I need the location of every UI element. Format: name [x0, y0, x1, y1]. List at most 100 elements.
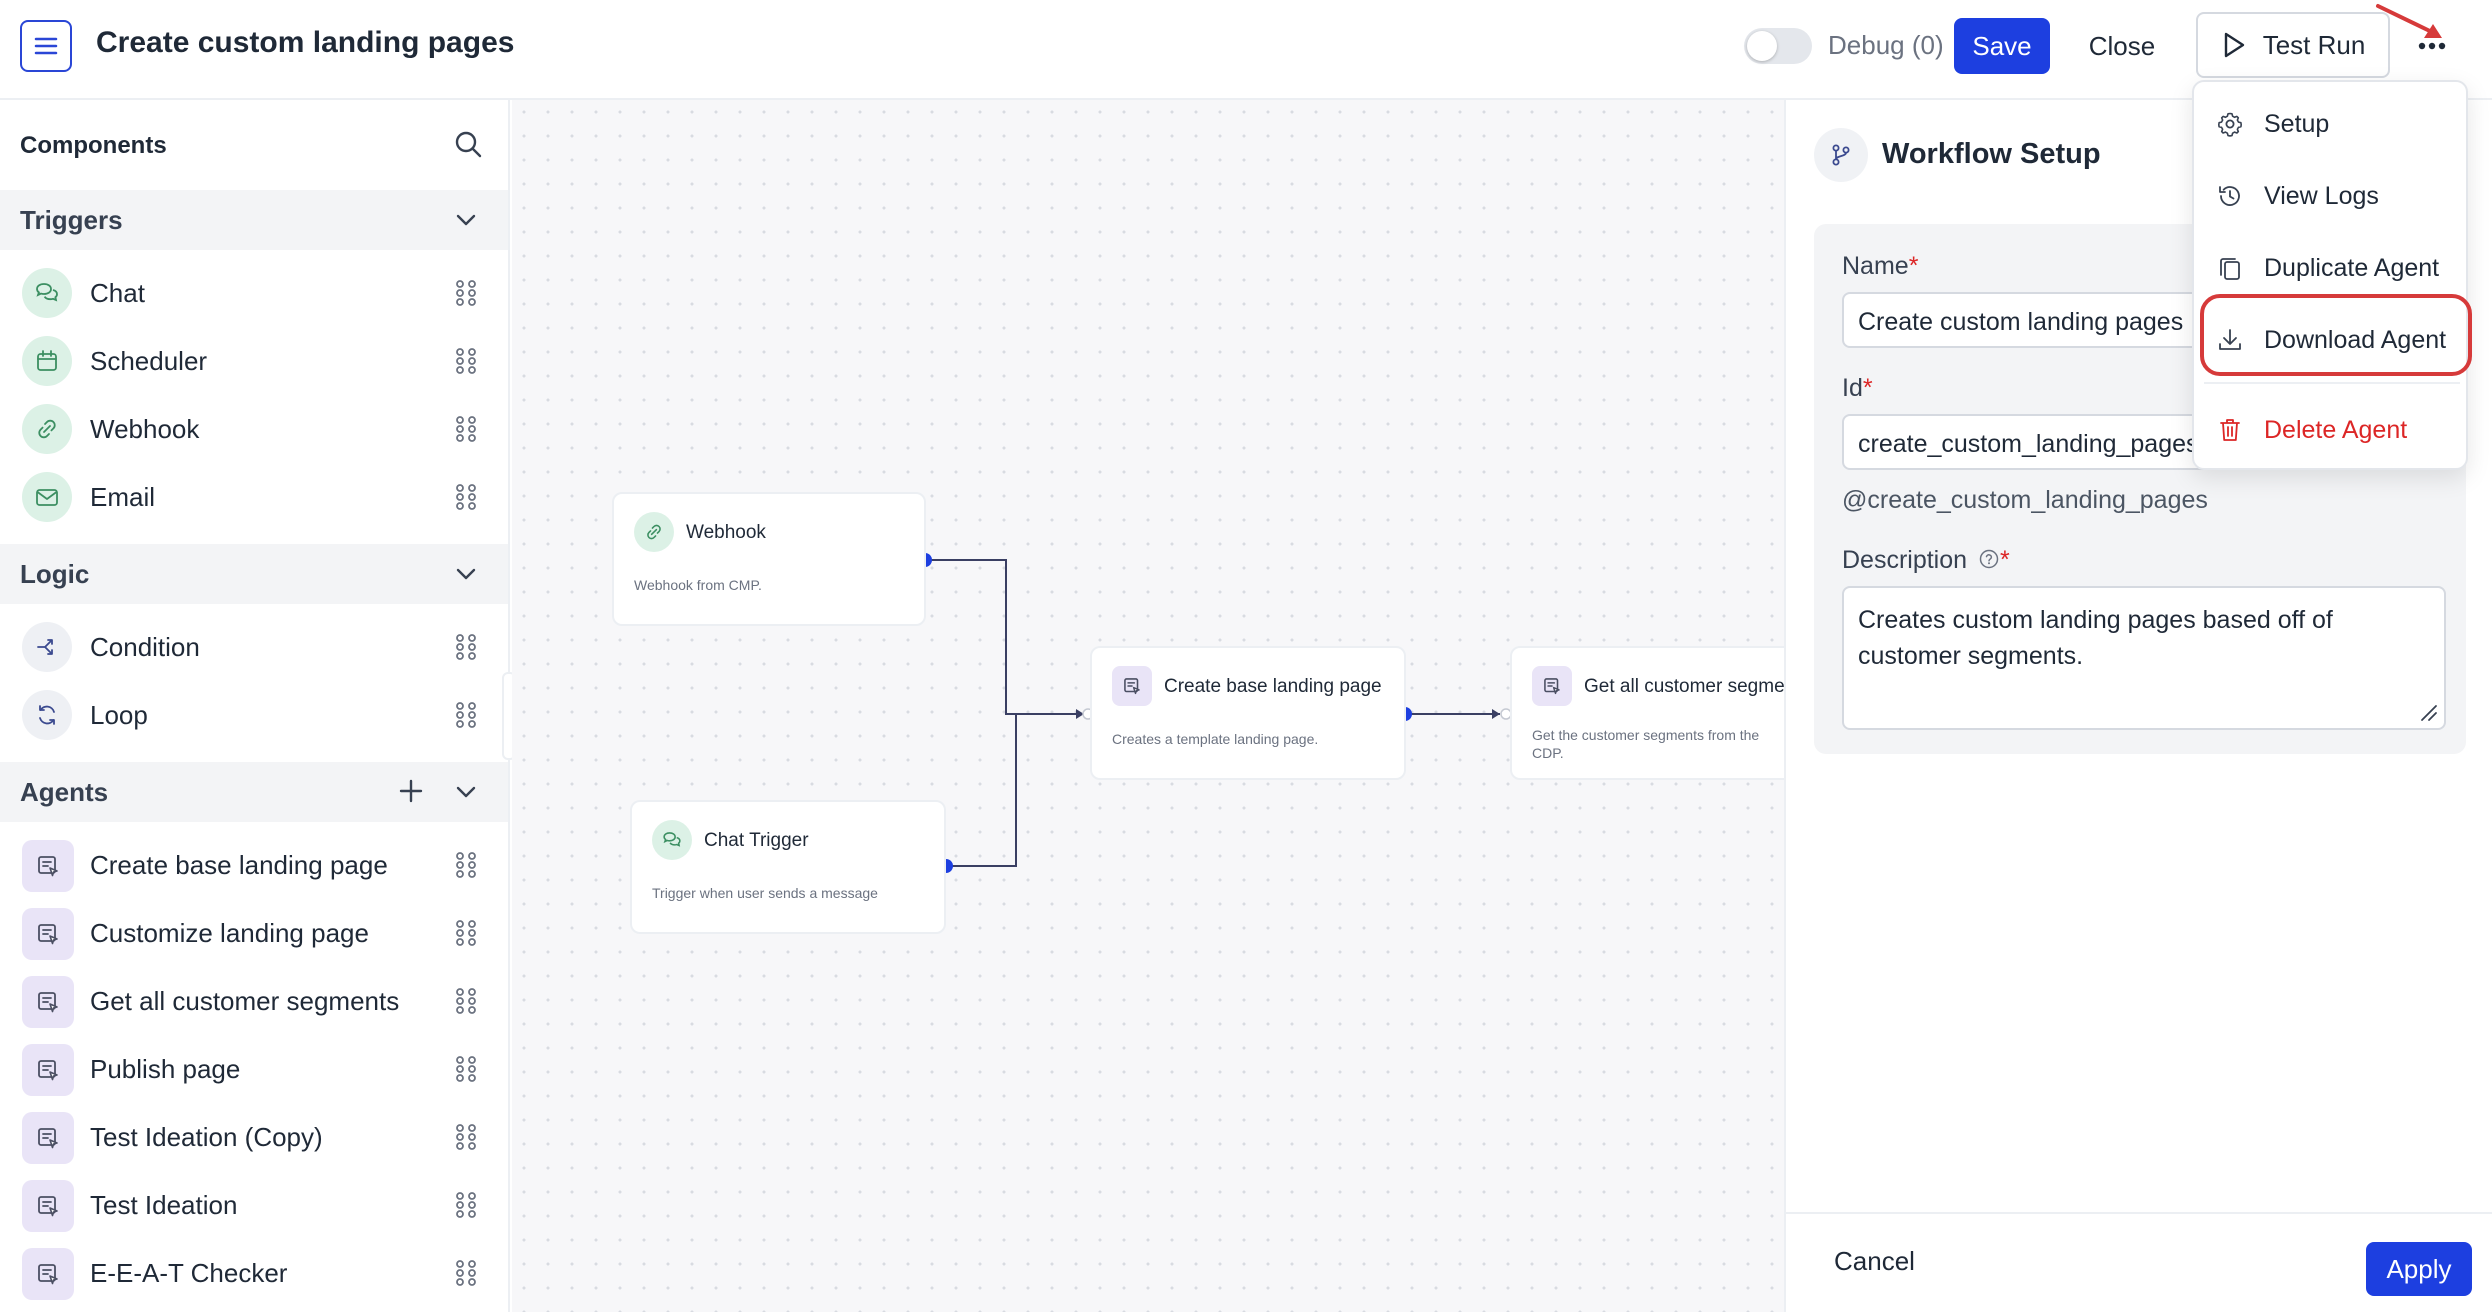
- drag-handle-icon[interactable]: [454, 918, 478, 948]
- history-icon: [2219, 186, 2240, 206]
- resize-grip-icon[interactable]: [2418, 702, 2438, 722]
- description-text: Creates custom landing pages based off o…: [1858, 606, 2333, 670]
- menu-item-setup[interactable]: Setup: [2194, 90, 2470, 156]
- description-label: Description *: [1842, 546, 2010, 575]
- link-icon: [22, 404, 72, 454]
- section-agents[interactable]: Agents: [0, 762, 508, 822]
- test-run-button[interactable]: Test Run: [2196, 12, 2390, 78]
- drag-handle-icon[interactable]: [454, 850, 478, 880]
- drag-handle-icon[interactable]: [454, 1190, 478, 1220]
- link-icon: [634, 512, 674, 552]
- node-title: Create base landing page: [1164, 676, 1382, 697]
- sidebar-item-agent[interactable]: E-E-A-T Checker: [0, 1238, 508, 1306]
- menu-item-duplicate-agent[interactable]: Duplicate Agent: [2194, 234, 2470, 300]
- section-triggers[interactable]: Triggers: [0, 190, 508, 250]
- sidebar-item-label: Loop: [90, 700, 148, 730]
- sidebar-item-email[interactable]: Email: [0, 462, 508, 530]
- agent-icon: [22, 1044, 74, 1096]
- sidebar-item-agent[interactable]: Test Ideation: [0, 1170, 508, 1238]
- node-title: Chat Trigger: [704, 830, 809, 851]
- sidebar-item-chat[interactable]: Chat: [0, 258, 508, 326]
- more-options-menu: Setup View Logs Duplicate Agent Download…: [2192, 80, 2468, 470]
- drag-handle-icon[interactable]: [454, 986, 478, 1016]
- node-get-customer-segments[interactable]: Get all customer segme Get the customer …: [1510, 646, 1784, 780]
- id-hint: @create_custom_landing_pages: [1842, 486, 2208, 514]
- calendar-icon: [22, 336, 72, 386]
- sidebar-item-agent[interactable]: Test Ideation (Copy): [0, 1102, 508, 1170]
- apply-button[interactable]: Apply: [2366, 1242, 2472, 1296]
- help-icon[interactable]: [1978, 548, 2000, 570]
- drag-handle-icon[interactable]: [454, 278, 478, 308]
- drag-handle-icon[interactable]: [454, 700, 478, 730]
- sidebar-item-agent[interactable]: Create base landing page: [0, 830, 508, 898]
- close-button[interactable]: Close: [2088, 30, 2156, 61]
- node-webhook[interactable]: Webhook Webhook from CMP.: [612, 492, 926, 626]
- required-mark: *: [1862, 374, 1873, 402]
- menu-item-view-logs[interactable]: View Logs: [2194, 162, 2470, 228]
- drag-handle-icon[interactable]: [454, 1122, 478, 1152]
- menu-item-label: Duplicate Agent: [2264, 254, 2440, 282]
- sidebar-item-label: Chat: [90, 278, 145, 308]
- node-description: Get the customer segments from the CDP.: [1532, 726, 1759, 762]
- sidebar-item-agent[interactable]: Get all customer segments: [0, 966, 508, 1034]
- node-create-base-landing-page[interactable]: Create base landing page Creates a templ…: [1090, 646, 1406, 780]
- cancel-button[interactable]: Cancel: [1834, 1246, 1915, 1276]
- search-icon[interactable]: [452, 128, 484, 160]
- chevron-down-icon[interactable]: [452, 560, 480, 588]
- setup-form: Name* Create custom landing pages Id* cr…: [1814, 224, 2466, 754]
- chevron-down-icon[interactable]: [452, 778, 480, 806]
- sidebar-item-label: Scheduler: [90, 346, 208, 376]
- node-description-line: CDP.: [1532, 745, 1564, 761]
- sidebar-item-webhook[interactable]: Webhook: [0, 394, 508, 462]
- annotation-highlight: [2200, 294, 2472, 376]
- workflow-canvas[interactable]: Webhook Webhook from CMP. Chat Trigger T…: [512, 100, 1784, 1312]
- sidebar-item-condition[interactable]: Condition: [0, 612, 508, 680]
- hamburger-menu-button[interactable]: [20, 20, 72, 72]
- sidebar-item-agent[interactable]: Publish page: [0, 1034, 508, 1102]
- node-description-line: Get the customer segments from the: [1532, 727, 1760, 743]
- drag-handle-icon[interactable]: [454, 632, 478, 662]
- menu-item-delete-agent[interactable]: Delete Agent: [2194, 396, 2470, 462]
- mail-icon: [22, 472, 72, 522]
- panel-title: Workflow Setup: [1882, 138, 2101, 170]
- menu-divider: [2204, 382, 2460, 384]
- components-sidebar: Components Triggers Chat Scheduler Webho…: [0, 100, 510, 1312]
- sidebar-item-label: Publish page: [90, 1054, 241, 1084]
- debug-toggle[interactable]: [1744, 28, 1812, 64]
- chevron-down-icon[interactable]: [452, 206, 480, 234]
- section-label: Triggers: [20, 205, 123, 235]
- agent-icon: [22, 840, 74, 892]
- description-field[interactable]: Creates custom landing pages based off o…: [1842, 586, 2446, 730]
- sidebar-item-label: Email: [90, 482, 156, 512]
- drag-handle-icon[interactable]: [454, 414, 478, 444]
- gear-icon: [2218, 112, 2242, 137]
- more-options-button[interactable]: [2406, 22, 2458, 70]
- drag-handle-icon[interactable]: [454, 346, 478, 376]
- menu-item-download-agent[interactable]: Download Agent: [2194, 306, 2470, 372]
- sidebar-item-label: Create base landing page: [90, 850, 388, 880]
- components-title: Components: [20, 132, 167, 159]
- drag-handle-icon[interactable]: [454, 482, 478, 512]
- drag-handle-icon[interactable]: [454, 1054, 478, 1084]
- description-label-text: Description: [1842, 546, 1968, 574]
- section-logic[interactable]: Logic: [0, 544, 508, 604]
- agent-icon: [22, 1180, 74, 1232]
- sidebar-item-label: Customize landing page: [90, 918, 369, 948]
- agent-icon: [22, 976, 74, 1028]
- node-chat-trigger[interactable]: Chat Trigger Trigger when user sends a m…: [630, 800, 946, 934]
- sidebar-item-loop[interactable]: Loop: [0, 680, 508, 748]
- panel-footer: Cancel Apply: [1786, 1212, 2492, 1312]
- sidebar-item-scheduler[interactable]: Scheduler: [0, 326, 508, 394]
- branch-icon: [22, 622, 72, 672]
- sidebar-item-label: Get all customer segments: [90, 986, 400, 1016]
- branch-icon: [1814, 128, 1868, 182]
- id-label: Id*: [1842, 374, 1873, 403]
- sidebar-item-agent[interactable]: Customize landing page: [0, 898, 508, 966]
- plus-icon[interactable]: [396, 776, 426, 806]
- copy-icon: [2220, 258, 2240, 280]
- save-button[interactable]: Save: [1954, 18, 2050, 74]
- drag-handle-icon[interactable]: [454, 1258, 478, 1288]
- node-title: Get all customer segme: [1584, 676, 1784, 697]
- trash-icon: [2220, 419, 2240, 441]
- play-icon: [2224, 32, 2244, 58]
